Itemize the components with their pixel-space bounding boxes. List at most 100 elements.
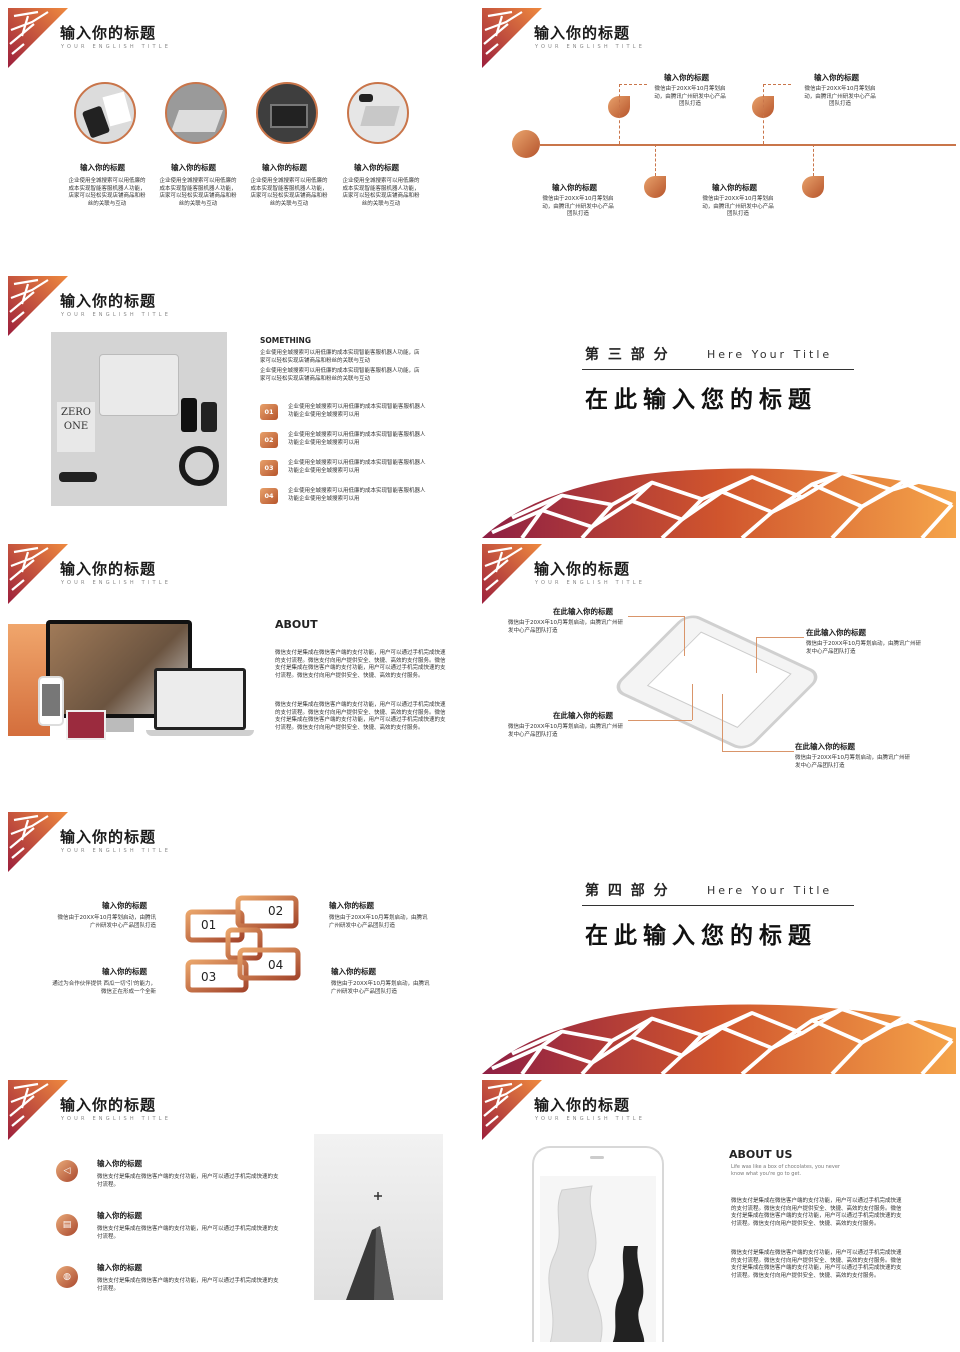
slide-8-section: 第 四 部 分 Here Your Title 在此输入您的标题 <box>482 812 956 1074</box>
about-paragraph-2: 微信支付是集成在微信客户端的支付功能，用户可以通过手机完成快速的支付流程。微信支… <box>275 702 446 731</box>
corner-decoration <box>8 812 68 872</box>
photo-circle-1 <box>74 82 136 144</box>
timeline-title-1: 输入你的标题 <box>664 73 709 82</box>
timeline-text-2: 微信由于20XX年10月筹划启动，由腾讯广州研发中心产品团队打造 <box>542 196 614 217</box>
section-title: 在此输入您的标题 <box>585 923 817 949</box>
phone-frame <box>532 1146 664 1342</box>
laptop-base <box>146 730 254 736</box>
timeline-start-dot <box>512 130 540 158</box>
row-text-2: 微信支付是集成在微信客户端的支付功能，用户可以通过手机完成快速的支付流程。 <box>97 1226 279 1240</box>
slide-title: 输入你的标题 <box>534 24 631 42</box>
timeline-marker-2 <box>644 176 666 198</box>
callout-title-1: 在此输入你的标题 <box>553 607 613 616</box>
slide-title: 输入你的标题 <box>60 1096 157 1114</box>
slide-4-section: 第 三 部 分 Here Your Title 在此输入您的标题 <box>482 276 956 538</box>
book-title-line2: ONE <box>63 421 89 432</box>
corner-decoration <box>482 1080 542 1140</box>
row-text-1: 微信支付是集成在微信客户端的支付功能，用户可以通过手机完成快速的支付流程。 <box>97 1174 279 1188</box>
megaphone-icon: ◁ <box>56 1160 78 1182</box>
chain-title-1: 输入你的标题 <box>102 901 147 910</box>
row-title-1: 输入你的标题 <box>97 1159 142 1168</box>
section-english: Here Your Title <box>707 348 833 361</box>
decorative-arc <box>482 1000 956 1074</box>
callout-text-2: 微信由于20XX年10月筹划启动，由腾讯广州研发中心产品团队打造 <box>508 724 624 738</box>
slide-title: 输入你的标题 <box>534 1096 631 1114</box>
item-text-2: 企业使用全城搜索可以用低廉的成本实现智能客服机器人功能，店家可以轻松实现店铺商品… <box>159 178 237 207</box>
chain-num-01: 01 <box>201 918 217 932</box>
intro-text-2: 企业使用全城搜索可以用低廉的成本实现智能客服机器人功能，店家可以轻松实现店铺商品… <box>260 368 420 382</box>
chain-num-02: 02 <box>268 904 284 918</box>
slide-title: 输入你的标题 <box>60 292 157 310</box>
item-title-4: 输入你的标题 <box>354 163 399 172</box>
slide-subtitle: YOUR ENGLISH TITLE <box>61 312 172 318</box>
item-title-3: 输入你的标题 <box>262 163 307 172</box>
section-title: 在此输入您的标题 <box>585 387 817 413</box>
row-title-3: 输入你的标题 <box>97 1263 142 1272</box>
slide-subtitle: YOUR ENGLISH TITLE <box>61 848 172 854</box>
item-title-1: 输入你的标题 <box>80 163 125 172</box>
item-title-2: 输入你的标题 <box>171 163 216 172</box>
decorative-arc <box>482 464 956 538</box>
timeline-title-3: 输入你的标题 <box>814 73 859 82</box>
intro-text-1: 企业使用全城搜索可以用低廉的成本实现智能客服机器人功能，店家可以轻松实现店铺商品… <box>260 350 420 364</box>
corner-decoration <box>8 544 68 604</box>
callout-line <box>628 616 684 617</box>
corner-decoration <box>8 1080 68 1140</box>
row-text-3: 微信支付是集成在微信客户端的支付功能，用户可以通过手机完成快速的支付流程。 <box>97 1278 279 1292</box>
tablet-image <box>66 710 106 740</box>
timeline-text-3: 微信由于20XX年10月筹划启动，由腾讯广州研发中心产品团队打造 <box>804 86 876 107</box>
corner-decoration <box>8 276 68 336</box>
section-part: 第 三 部 分 <box>585 347 670 363</box>
section-part: 第 四 部 分 <box>585 883 670 899</box>
timeline-title-2: 输入你的标题 <box>552 183 597 192</box>
slide-subtitle: YOUR ENGLISH TITLE <box>535 580 646 586</box>
callout-line <box>756 637 757 673</box>
connector <box>619 84 620 144</box>
chain-text-2: 微信由于20XX年10月筹划启动，由腾讯广州研发中心产品团队打造 <box>329 915 428 929</box>
about-us-tagline: Life was like a box of chocolates, you n… <box>731 1164 840 1177</box>
slide-subtitle: YOUR ENGLISH TITLE <box>61 44 172 50</box>
list-text-3: 企业使用全城搜索可以用低廉的成本实现智能客服机器人功能企业使用全城搜索可以用 <box>288 460 426 474</box>
row-title-2: 输入你的标题 <box>97 1211 142 1220</box>
timeline-marker-4 <box>802 176 824 198</box>
slide-subtitle: YOUR ENGLISH TITLE <box>535 44 646 50</box>
slide-subtitle: YOUR ENGLISH TITLE <box>535 1116 646 1122</box>
slide-1: 输入你的标题 YOUR ENGLISH TITLE 输入你的标题 企业使用全城搜… <box>8 8 482 270</box>
callout-title-3: 在此输入你的标题 <box>806 628 866 637</box>
corner-decoration <box>482 544 542 604</box>
section-english: Here Your Title <box>707 884 833 897</box>
slide-5: 输入你的标题 YOUR ENGLISH TITLE ABOUT 微信支付是集成在… <box>8 544 482 806</box>
phone-illustration <box>609 611 825 753</box>
slide-10: 输入你的标题 YOUR ENGLISH TITLE ABOUT US Life … <box>482 1080 956 1342</box>
photo-circle-2 <box>165 82 227 144</box>
corner-decoration <box>482 8 542 68</box>
chain-title-2: 输入你的标题 <box>329 901 374 910</box>
slide-7: 输入你的标题 YOUR ENGLISH TITLE 01 02 03 04 输入… <box>8 812 482 1074</box>
chain-text-1: 微信由于20XX年10月筹划启动，由腾讯广州研发中心产品团队打造 <box>57 915 156 929</box>
callout-title-4: 在此输入你的标题 <box>795 742 855 751</box>
chain-title-4: 输入你的标题 <box>331 967 376 976</box>
monitor-stand <box>104 718 134 732</box>
laptop-image <box>154 668 246 730</box>
book-title-line1: ZERO <box>61 407 91 418</box>
phone-screen <box>540 1176 656 1342</box>
chain-num-04: 04 <box>268 958 284 972</box>
slide-2: 输入你的标题 YOUR ENGLISH TITLE 输入你的标题 微信由于20X… <box>482 8 956 270</box>
building-photo <box>314 1134 443 1300</box>
item-text-4: 企业使用全城搜索可以用低廉的成本实现智能客服机器人功能，店家可以轻松实现店铺商品… <box>342 178 420 207</box>
document-icon: ▤ <box>56 1214 78 1236</box>
connector <box>763 84 791 85</box>
callout-line <box>628 720 692 721</box>
something-heading: SOMETHING <box>260 336 311 345</box>
about-heading: ABOUT <box>275 618 318 631</box>
section-divider <box>582 905 854 906</box>
desk-photo: ZERO ONE <box>51 332 227 506</box>
timeline-title-4: 输入你的标题 <box>712 183 757 192</box>
callout-text-4: 微信由于20XX年10月筹划启动，由腾讯广州研发中心产品团队打造 <box>795 755 911 769</box>
slide-9: 输入你的标题 YOUR ENGLISH TITLE ◁ 输入你的标题 微信支付是… <box>8 1080 482 1342</box>
badge-03: 03 <box>260 460 278 476</box>
callout-text-3: 微信由于20XX年10月筹划启动，由腾讯广州研发中心产品团队打造 <box>806 641 922 655</box>
timeline-text-4: 微信由于20XX年10月筹划启动，由腾讯广州研发中心产品团队打造 <box>702 196 774 217</box>
slide-subtitle: YOUR ENGLISH TITLE <box>61 580 172 586</box>
chain-text-4: 微信由于20XX年10月筹划启动，由腾讯广州研发中心产品团队打造 <box>331 981 430 995</box>
